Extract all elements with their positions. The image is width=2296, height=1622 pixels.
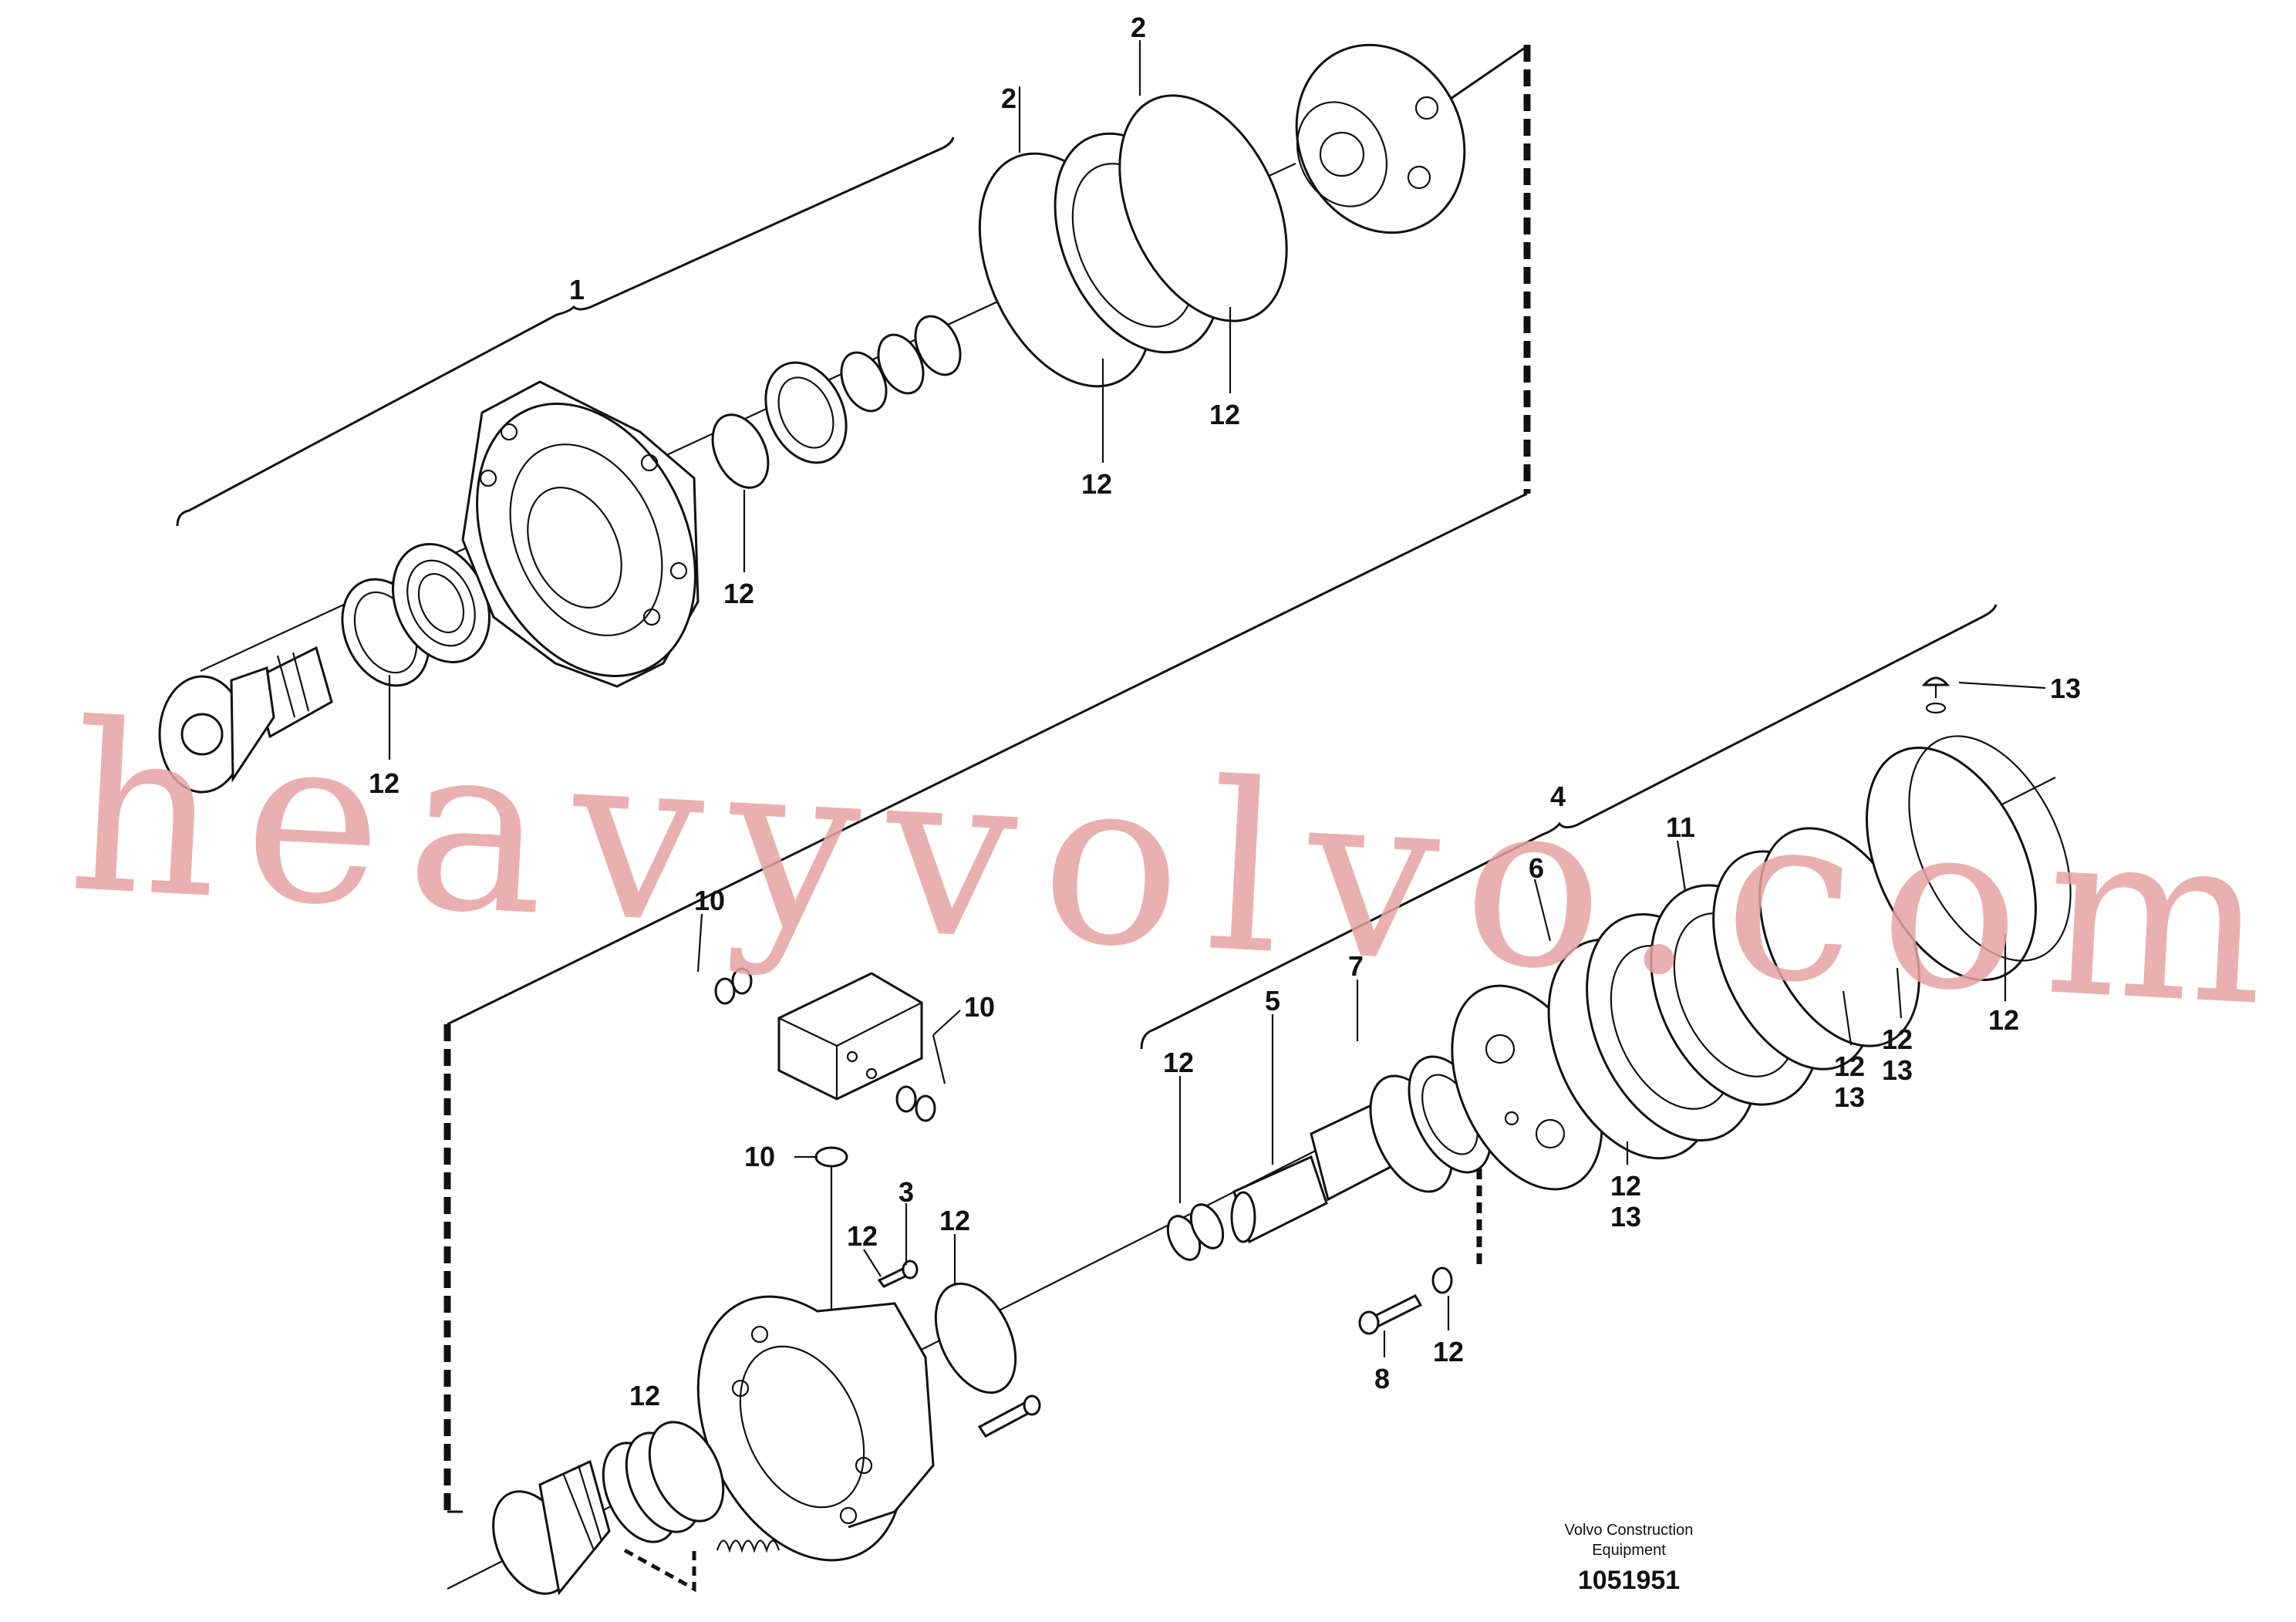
callout-12-disc-b: 12 [1834,1050,1865,1082]
company-line-1: Volvo Construction [1565,1522,1694,1539]
drawing-footer: Volvo Construction Equipment 1051951 [1565,1522,1694,1595]
bracket-item-4 [1140,604,1998,1050]
ring-b [877,333,925,395]
callout-13-disc-b: 13 [1834,1081,1865,1113]
bolt-8 [1358,1294,1423,1335]
callout-10-top: 10 [694,885,725,916]
callout-12-shaft: 12 [1163,1047,1194,1078]
oring-valve-5 [814,1146,848,1168]
oring-small-upper [711,413,770,489]
drive-shaft [1230,1102,1394,1244]
oring-large-b [1118,94,1288,322]
callout-8: 8 [1374,1363,1390,1394]
callout-4: 4 [1550,781,1566,812]
oring-lower-large [934,1282,1017,1394]
outer-ring-large [1866,735,2072,981]
plug-13 [1921,676,1950,714]
callout-12-oring-lower: 12 [939,1205,970,1236]
pinion-shaft [158,646,333,794]
end-cap [1295,43,1466,234]
spring-pack [602,1421,725,1543]
motor-housing [696,1295,935,1562]
drawing-number: 1051951 [1578,1566,1680,1595]
callout-12-ring: 12 [723,578,754,609]
oring-valve-3 [895,1085,917,1113]
washer-12 [1431,1266,1453,1294]
callout-13-disc-a: 13 [1610,1201,1641,1233]
callout-12-washer: 12 [1433,1336,1464,1367]
callout-13-plug: 13 [2050,673,2081,704]
ring-c [914,315,962,376]
callout-7: 7 [1348,950,1364,982]
callout-6: 6 [1529,852,1544,884]
callout-12-orings-b: 12 [1209,399,1240,430]
callout-12-orings-a: 12 [1081,468,1112,500]
callout-1: 1 [569,274,585,305]
callout-2a: 2 [1001,83,1017,114]
oring-valve-1 [714,977,736,1005]
callout-2b: 2 [1131,12,1146,43]
housing [461,380,700,688]
callout-12-screw: 12 [847,1220,878,1252]
bearing-upper [764,361,848,464]
callout-13-disc-c: 13 [1882,1054,1913,1086]
valve-block [777,972,923,1101]
frame-lower-dash-bottom [623,1548,696,1593]
callout-12-disc-c: 12 [1882,1023,1913,1055]
callout-11: 11 [1666,811,1695,843]
bracket-item-1 [176,137,955,527]
upper-assembly: 1 2 2 12 12 12 12 [158,12,1531,799]
company-line-2: Equipment [1592,1542,1666,1559]
frame-lower-solid [447,492,1528,1026]
shaft-ring-b [1189,1203,1225,1249]
callout-3: 3 [899,1176,914,1208]
bolt-housing [977,1394,1041,1438]
watermark: heavyvolvo.com [63,673,2296,1058]
callout-12-pinion: 12 [369,767,400,799]
oring-valve-2 [731,967,753,995]
oring-valve-4 [915,1094,936,1122]
callout-12-ring-big: 12 [1988,1004,2019,1036]
callout-12-disc-a: 12 [1610,1170,1641,1202]
spring-coil [716,1539,781,1553]
piston-cylinder [492,1459,611,1596]
callout-5: 5 [1265,985,1280,1017]
screw-small [877,1259,919,1288]
lower-assembly: 10 10 10 12 3 12 12 12 5 7 8 12 4 6 11 1… [443,492,2081,1596]
callout-12-springs: 12 [629,1380,660,1411]
callout-10-left: 10 [744,1141,775,1172]
callout-10-right: 10 [964,991,995,1023]
